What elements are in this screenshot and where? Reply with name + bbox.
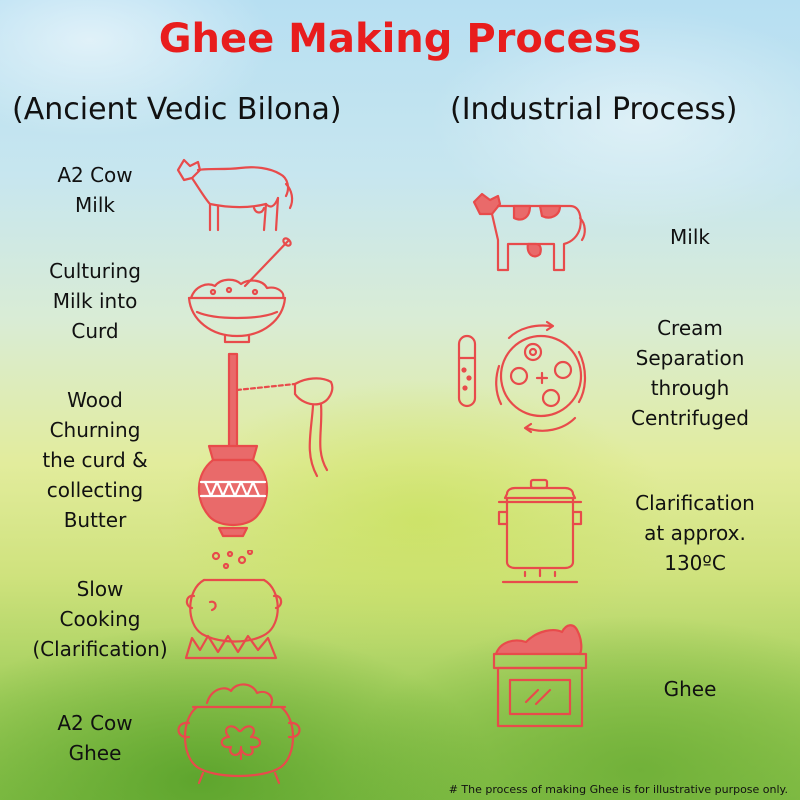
step-label-cream-separation: Cream Separation through Centrifuged	[631, 316, 749, 430]
footnote: # The process of making Ghee is for illu…	[448, 783, 788, 796]
step-label-ghee: Ghee	[663, 677, 717, 701]
step-label-milk: Milk	[670, 225, 710, 249]
right-column-heading: (Industrial Process)	[450, 92, 738, 127]
curd-bowl-icon	[185, 236, 295, 346]
page-title: Ghee Making Process	[158, 16, 642, 62]
step-label-clarification: Clarification at approx. 130ºC	[635, 491, 755, 575]
step-label-culturing: Culturing Milk into Curd	[49, 259, 141, 343]
centrifuge-icon	[455, 318, 605, 438]
churning-pot-icon	[195, 350, 345, 540]
cow-icon	[170, 148, 300, 238]
ghee-jar-icon	[490, 622, 590, 732]
step-label-a2-cow-ghee: A2 Cow Ghee	[57, 711, 133, 765]
step-label-slow-cooking: Slow Cooking (Clarification)	[32, 577, 168, 661]
cooking-pot-icon	[180, 550, 290, 665]
ghee-pot-icon	[175, 675, 305, 785]
step-label-wood-churning: Wood Churning the curd & collecting Butt…	[42, 388, 148, 532]
dairy-cow-icon	[470, 188, 590, 278]
left-column-heading: (Ancient Vedic Bilona)	[12, 92, 342, 127]
step-label-a2-cow-milk: A2 Cow Milk	[57, 163, 133, 217]
pressure-cooker-icon	[495, 478, 585, 588]
